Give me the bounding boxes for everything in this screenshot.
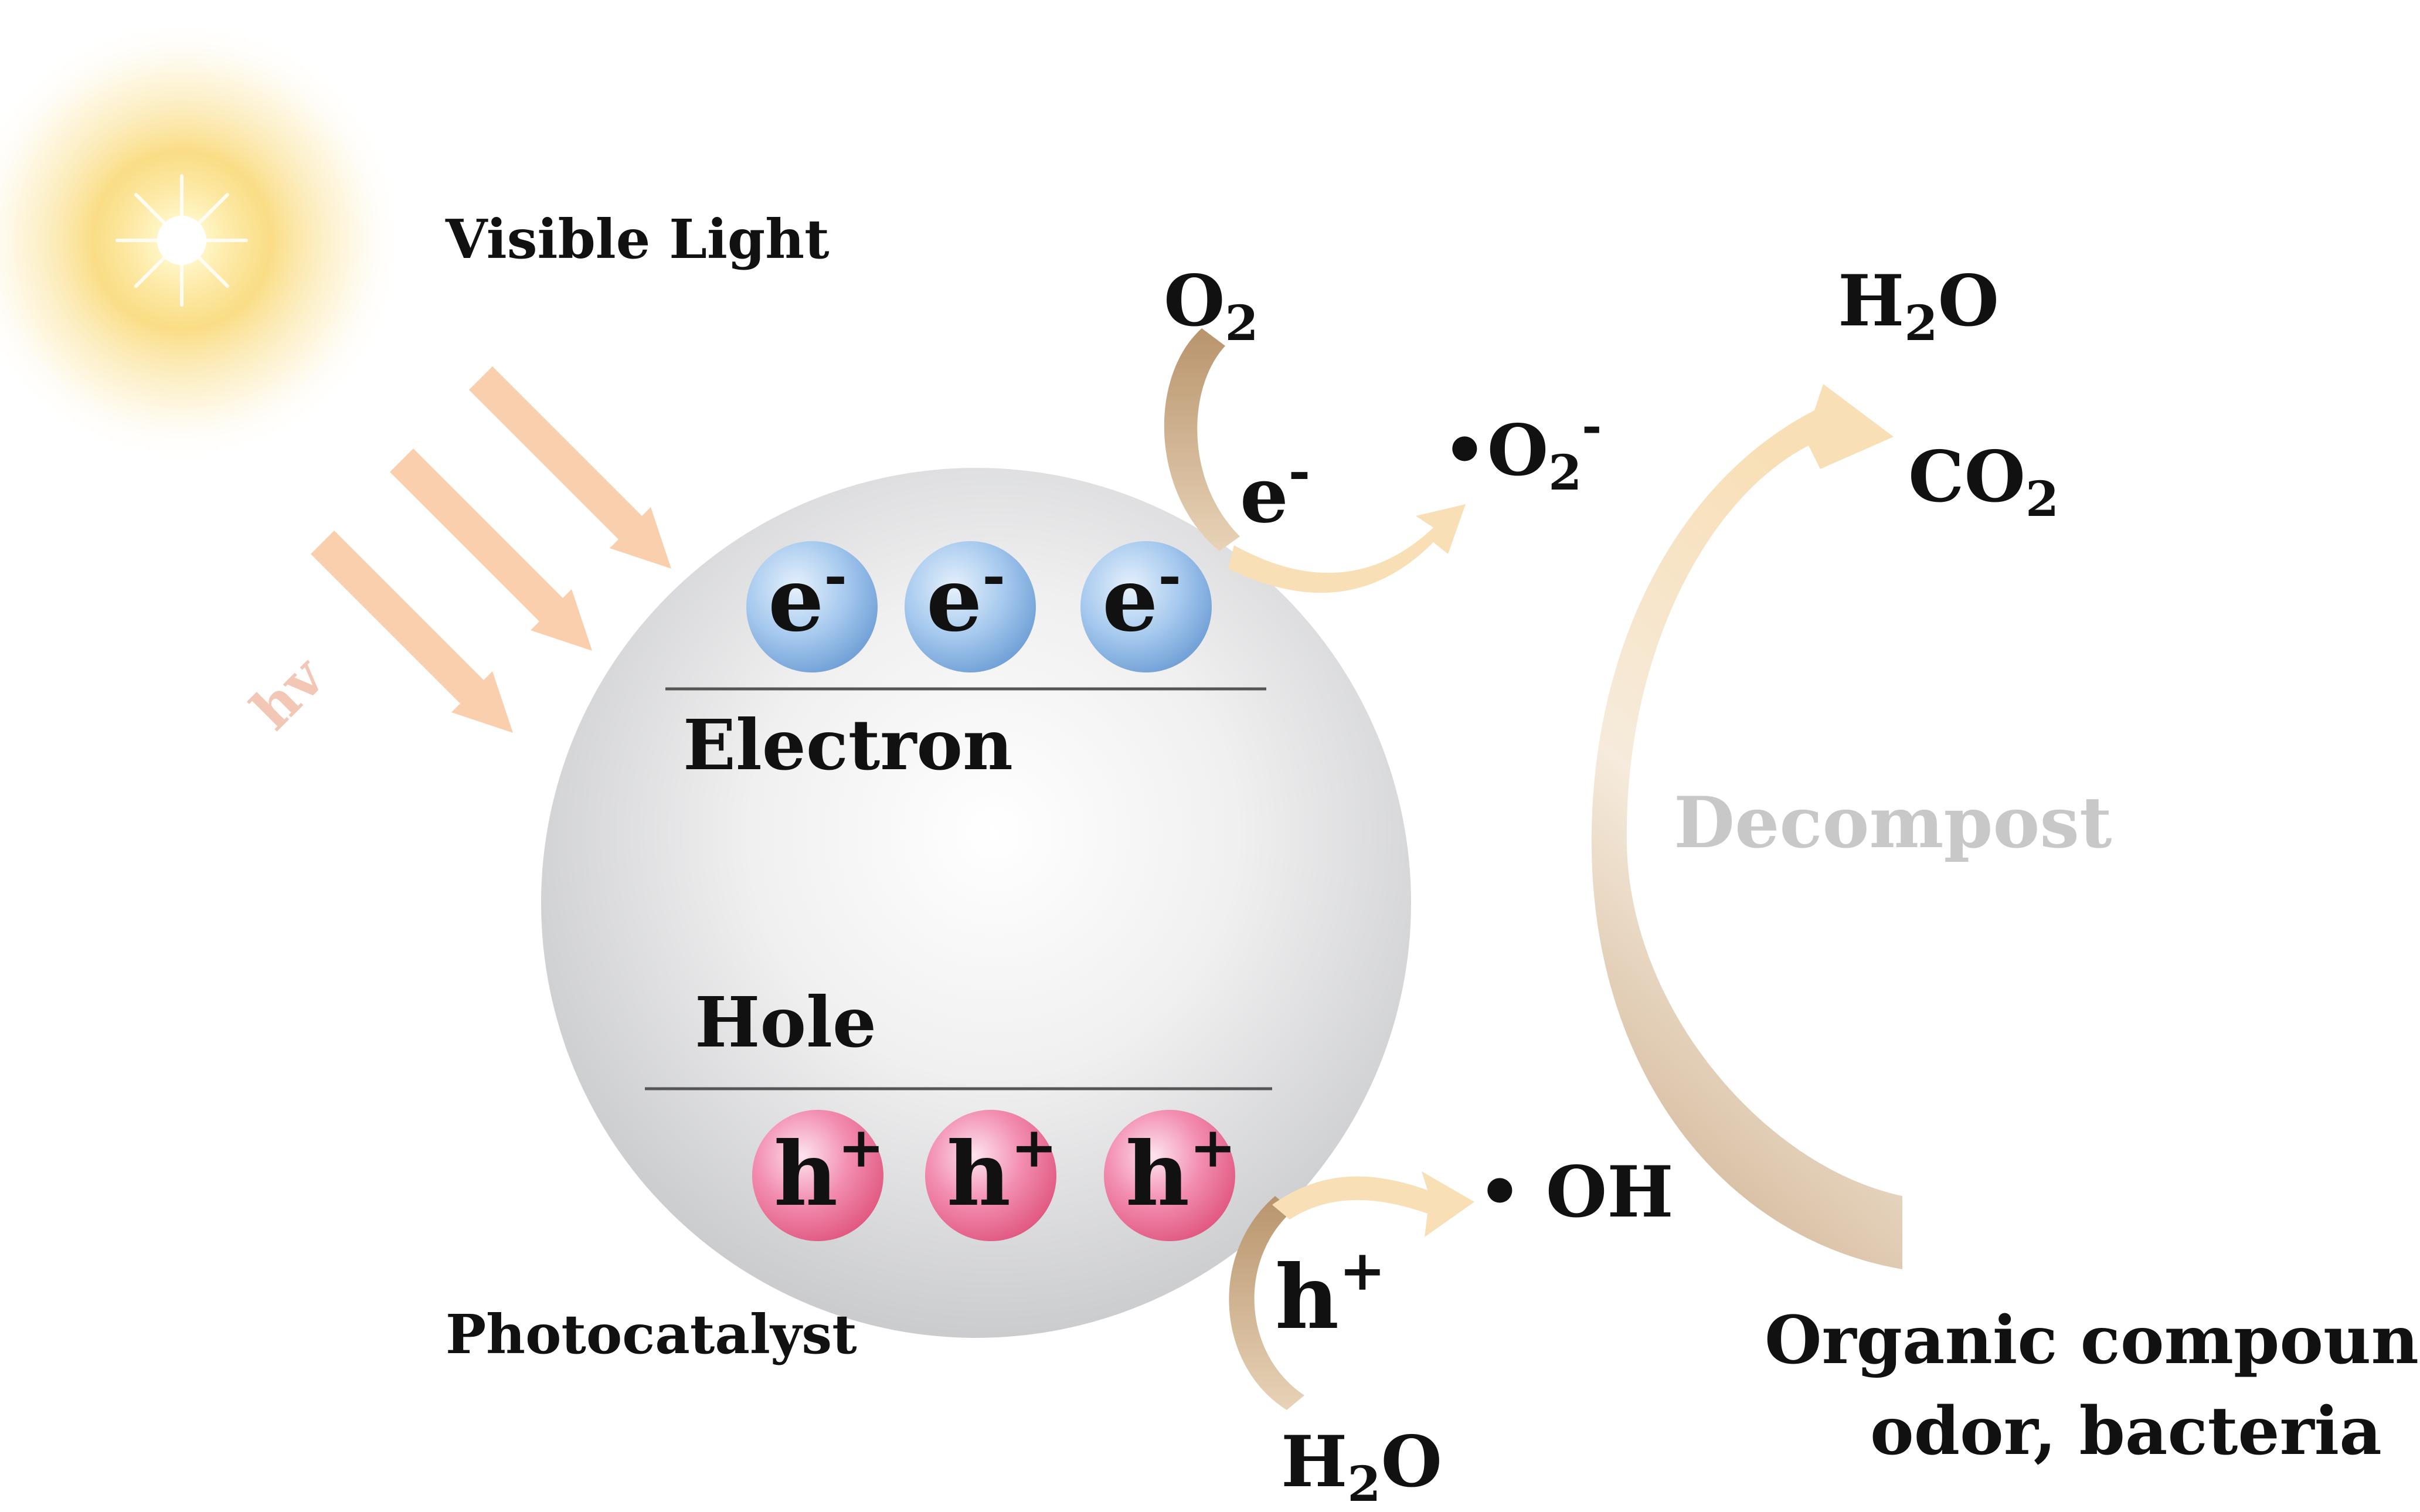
oxygen-label: O2	[1164, 260, 1259, 352]
hole-charge: +	[1011, 1115, 1058, 1180]
electron-symbol: e	[768, 548, 824, 651]
hole-reaction-label: h+	[1275, 1238, 1386, 1349]
hole-charge: +	[1189, 1115, 1236, 1180]
odor-bacteria-label: odor, bacteria	[1870, 1393, 2382, 1470]
svg-text:h+: h+	[774, 1115, 885, 1226]
hv-label: hv	[239, 644, 338, 742]
electron-charge: -	[1158, 543, 1181, 609]
light-ray-arrow	[390, 448, 592, 651]
hole-symbol: h	[1126, 1123, 1189, 1226]
decompost-label: Decompost	[1674, 782, 2112, 864]
water-reactant-label: H2O	[1281, 1421, 1442, 1512]
electron-charge: -	[824, 543, 847, 609]
hole-symbol: h	[947, 1123, 1011, 1226]
hydroxyl-radical-label: •OH	[1477, 1151, 1674, 1234]
electron-label: Electron	[683, 704, 1013, 786]
hole-symbol: h	[774, 1123, 838, 1226]
water-product-label: H2O	[1838, 260, 1999, 352]
light-ray-arrow	[469, 366, 671, 569]
co2-product-label: CO2	[1908, 436, 2059, 528]
visible-light-label: Visible Light	[445, 208, 830, 271]
electron-symbol: e	[1102, 548, 1158, 651]
electron-charge: -	[982, 543, 1005, 609]
svg-text:h+: h+	[947, 1115, 1058, 1226]
svg-text:e-: e-	[1102, 543, 1181, 651]
electron-particle	[746, 541, 878, 672]
hole-charge: +	[838, 1115, 885, 1180]
hole-particles: h+ h+ h+	[752, 1110, 1236, 1241]
hole-particle	[1104, 1110, 1235, 1241]
superoxide-label: •O2-	[1442, 398, 1602, 501]
electron-reaction-arrow	[1164, 328, 1466, 593]
sun-icon	[0, 18, 405, 463]
photocatalyst-label: Photocatalyst	[446, 1303, 857, 1366]
svg-text:e-: e-	[926, 543, 1005, 651]
hole-particle	[925, 1110, 1056, 1241]
light-ray-arrow	[311, 531, 513, 733]
svg-text:e-: e-	[768, 543, 847, 651]
electron-particle	[1080, 541, 1212, 672]
decompose-arrow	[1591, 384, 1902, 1269]
electron-symbol: e	[926, 548, 982, 651]
hole-reaction-arrow	[1229, 1171, 1474, 1410]
light-rays	[311, 366, 671, 733]
svg-text:h+: h+	[1126, 1115, 1236, 1226]
electron-particle	[905, 541, 1036, 672]
hole-particle	[752, 1110, 883, 1241]
electron-reaction-label: e-	[1240, 440, 1310, 540]
hole-label: Hole	[695, 981, 876, 1063]
electron-particles: e- e- e-	[746, 541, 1212, 672]
organic-compound-label: Organic compound,	[1765, 1302, 2420, 1379]
